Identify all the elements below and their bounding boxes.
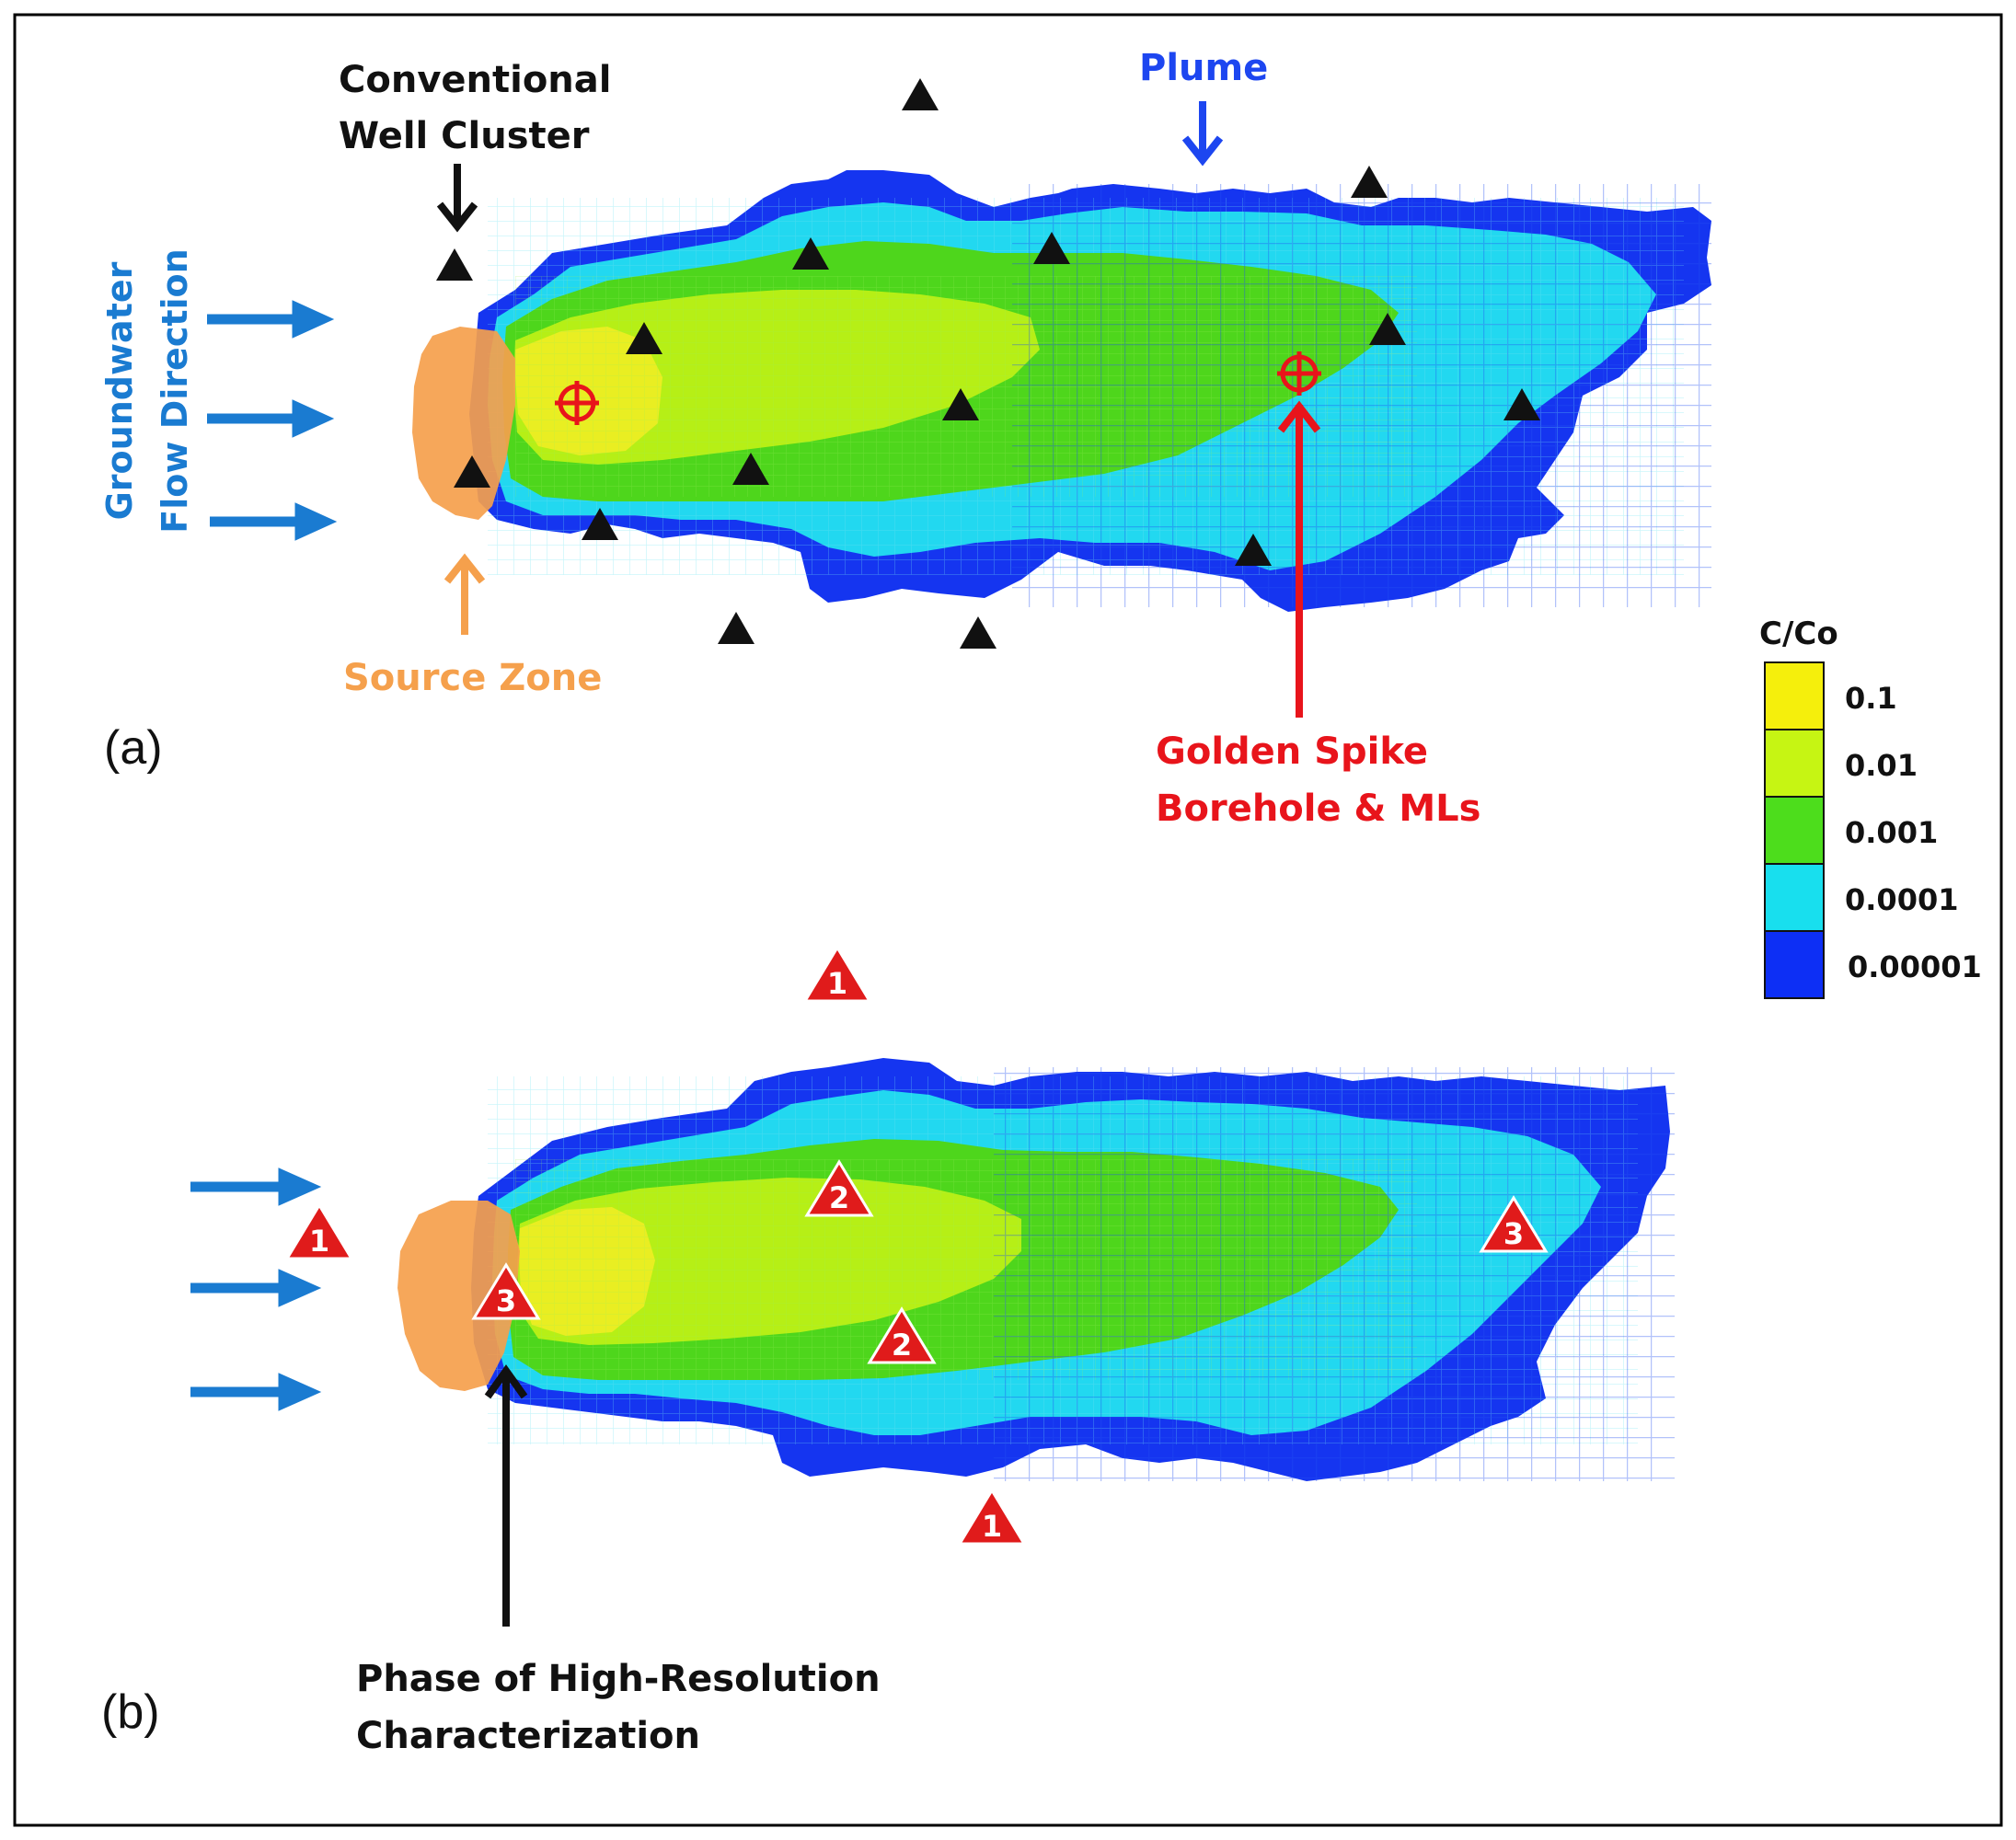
well-cluster-label-line-1: Conventional xyxy=(339,59,611,101)
legend-swatch-0 xyxy=(1764,661,1825,730)
legend-label-3: 0.0001 xyxy=(1845,882,1958,917)
well-marker xyxy=(1503,388,1540,420)
well-marker xyxy=(792,237,829,270)
phase-marker: 2 xyxy=(804,1159,874,1217)
plume-a-grid-dark xyxy=(1012,184,1711,607)
flow-label-a: Groundwater Flow Direction xyxy=(99,248,195,533)
svg-text:1: 1 xyxy=(982,1509,1002,1544)
source-zone-b xyxy=(397,1201,520,1391)
svg-text:2: 2 xyxy=(829,1180,849,1215)
plume-arrow xyxy=(1181,101,1224,167)
legend-label-1: 0.01 xyxy=(1845,748,1918,783)
well-marker xyxy=(1369,313,1406,345)
phase-markers: 1 1 1 2 2 3 3 xyxy=(284,945,1549,1546)
phase-label-line-2: Characterization xyxy=(356,1715,700,1757)
golden-spike-label-line-2: Borehole & MLs xyxy=(1156,788,1480,830)
source-zone-label: Source Zone xyxy=(343,657,602,699)
well-marker xyxy=(1033,232,1070,264)
phase-label-line-1: Phase of High-Resolution xyxy=(356,1658,881,1700)
phase-marker: 3 xyxy=(471,1262,541,1320)
panel-a-label: (a) xyxy=(104,721,163,775)
panel-b-label: (b) xyxy=(101,1685,160,1739)
flow-arrows-a xyxy=(207,300,338,541)
golden-spike-marker-plume xyxy=(1277,351,1321,396)
golden-spike-label-line-1: Golden Spike xyxy=(1156,730,1428,773)
legend-swatch-4 xyxy=(1764,930,1825,999)
source-zone-a xyxy=(412,327,515,520)
well-marker xyxy=(454,455,490,488)
legend-label-2: 0.001 xyxy=(1845,815,1938,850)
panel-a: Groundwater Flow Direction Conventional … xyxy=(99,47,1711,830)
well-cluster-label-line-2: Well Cluster xyxy=(339,115,590,157)
well-marker xyxy=(626,322,662,354)
well-marker xyxy=(960,616,996,649)
svg-text:1: 1 xyxy=(309,1224,329,1259)
legend-swatch-2 xyxy=(1764,796,1825,865)
legend-title: C/Co xyxy=(1759,615,1838,652)
phase-marker: 3 xyxy=(1479,1195,1549,1253)
source-zone-arrow xyxy=(444,553,486,635)
phase-marker: 1 xyxy=(957,1488,1027,1546)
legend-label-0: 0.1 xyxy=(1845,681,1897,716)
legend: C/Co 0.1 0.01 0.001 0.0001 0.00001 xyxy=(1759,615,1982,999)
plume-a xyxy=(469,170,1711,612)
flow-label-line-2: Flow Direction xyxy=(155,248,195,533)
phase-marker: 2 xyxy=(867,1306,937,1364)
svg-text:3: 3 xyxy=(496,1283,516,1318)
flow-arrows-b xyxy=(190,1167,322,1411)
well-marker xyxy=(1235,534,1272,566)
golden-spike-arrow xyxy=(1277,400,1321,718)
plume-label: Plume xyxy=(1139,47,1268,89)
well-cluster-arrow xyxy=(436,164,478,233)
well-marker xyxy=(1351,166,1388,198)
legend-label-4: 0.00001 xyxy=(1848,949,1982,984)
well-marker xyxy=(902,78,939,110)
phase-arrow xyxy=(484,1364,528,1627)
svg-text:1: 1 xyxy=(827,966,847,1001)
legend-swatch-1 xyxy=(1764,729,1825,798)
svg-text:3: 3 xyxy=(1503,1216,1524,1251)
legend-swatch-3 xyxy=(1764,863,1825,932)
golden-spike-marker-source xyxy=(555,381,599,425)
well-marker xyxy=(718,612,755,644)
well-marker xyxy=(436,248,473,281)
well-marker xyxy=(732,453,769,485)
well-marker xyxy=(582,508,618,540)
svg-text:2: 2 xyxy=(892,1328,912,1363)
flow-label-line-1: Groundwater xyxy=(99,261,140,520)
phase-marker: 1 xyxy=(284,1202,354,1260)
well-markers-a xyxy=(436,78,1540,649)
well-marker xyxy=(942,388,979,420)
plume-b-grid-dark xyxy=(994,1067,1675,1481)
plume-b xyxy=(471,1058,1675,1481)
phase-marker: 1 xyxy=(802,945,872,1003)
panel-b: 1 1 1 2 2 3 3 xyxy=(101,945,1675,1757)
